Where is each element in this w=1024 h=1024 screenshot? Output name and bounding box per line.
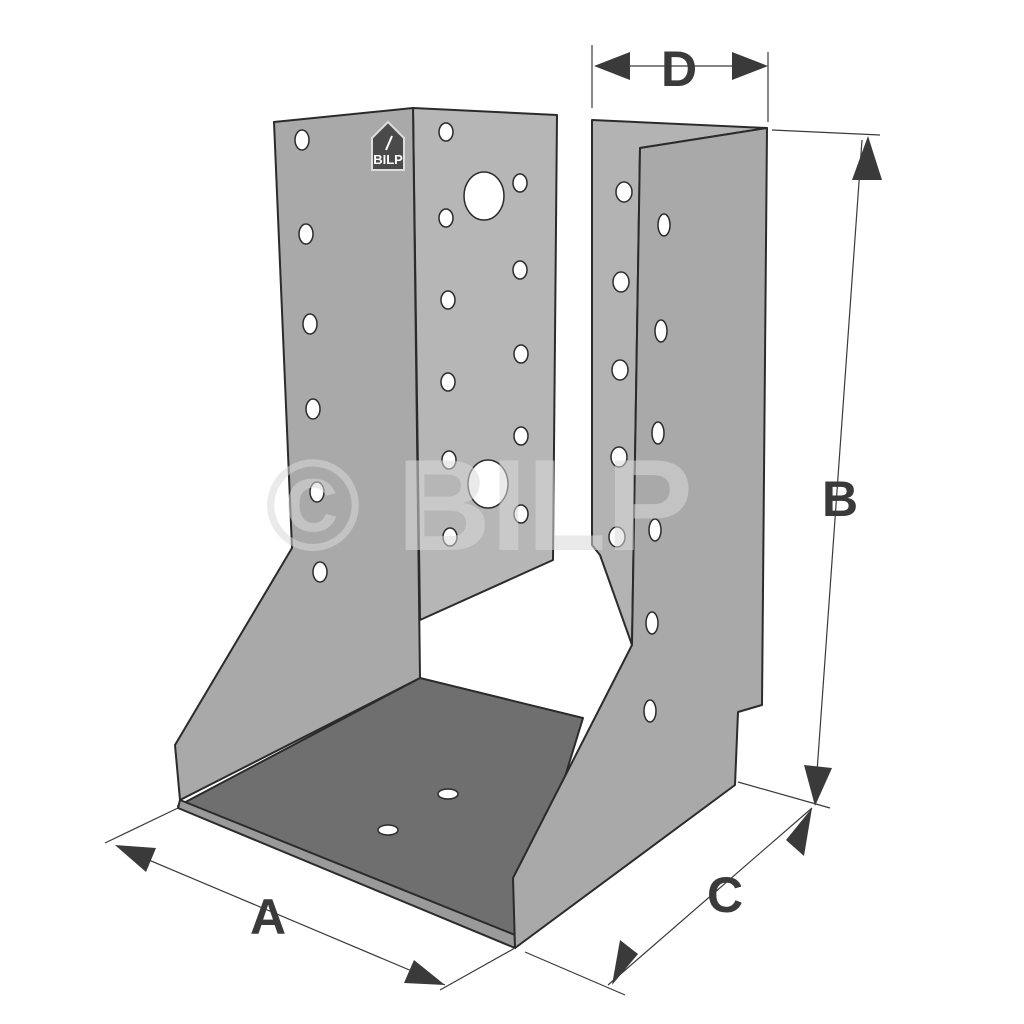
fastener-hole: [648, 518, 662, 542]
fastener-hole: [651, 421, 665, 445]
fastener-hole: [442, 527, 458, 547]
fastener-hole: [610, 446, 628, 468]
fastener-holes: [294, 122, 671, 836]
dimension-label-a: A: [250, 889, 286, 945]
bilp-logo: BILP: [371, 120, 405, 171]
fastener-hole: [438, 122, 454, 142]
watermark: © BILP: [265, 432, 693, 578]
right-front-plate: [512, 127, 768, 949]
logo-text: BILP: [373, 152, 403, 167]
fastener-hole: [467, 459, 509, 509]
fastener-hole: [440, 372, 456, 392]
fastener-hole: [441, 450, 457, 470]
fastener-hole: [611, 359, 629, 381]
arrow-b-bottom: [804, 765, 832, 806]
fastener-hole: [513, 426, 529, 446]
dimension-label-b: B: [822, 471, 858, 527]
arrow-c-top: [786, 808, 812, 856]
fastener-hole: [305, 398, 321, 420]
fastener-hole: [463, 171, 505, 221]
fastener-hole: [608, 526, 626, 548]
fastener-hole: [657, 213, 671, 237]
fastener-hole: [513, 344, 529, 364]
arrow-b-top: [852, 136, 882, 180]
fastener-hole: [513, 504, 529, 524]
dimension-arrows: [115, 52, 882, 985]
arrow-c-bottom: [612, 940, 638, 985]
fastener-hole: [294, 129, 310, 151]
fastener-hole: [512, 173, 528, 193]
fastener-hole: [615, 181, 633, 203]
fastener-hole: [298, 223, 314, 245]
arrow-d-left: [594, 52, 630, 80]
fastener-hole: [612, 271, 630, 293]
fastener-hole: [312, 561, 328, 583]
dimension-label-d: D: [661, 41, 697, 97]
fastener-hole: [377, 824, 399, 836]
fastener-hole: [302, 313, 318, 335]
arrow-a-right: [404, 960, 445, 985]
fastener-hole: [645, 611, 659, 635]
fastener-hole: [643, 699, 657, 723]
arrow-d-right: [732, 52, 768, 80]
dimension-label-c: C: [707, 867, 743, 923]
arrow-a-left: [115, 845, 156, 872]
fastener-hole: [512, 260, 528, 280]
fastener-hole: [437, 788, 459, 800]
fastener-hole: [654, 319, 668, 343]
fastener-hole: [309, 481, 325, 503]
fastener-hole: [440, 290, 456, 310]
fastener-hole: [438, 208, 454, 228]
